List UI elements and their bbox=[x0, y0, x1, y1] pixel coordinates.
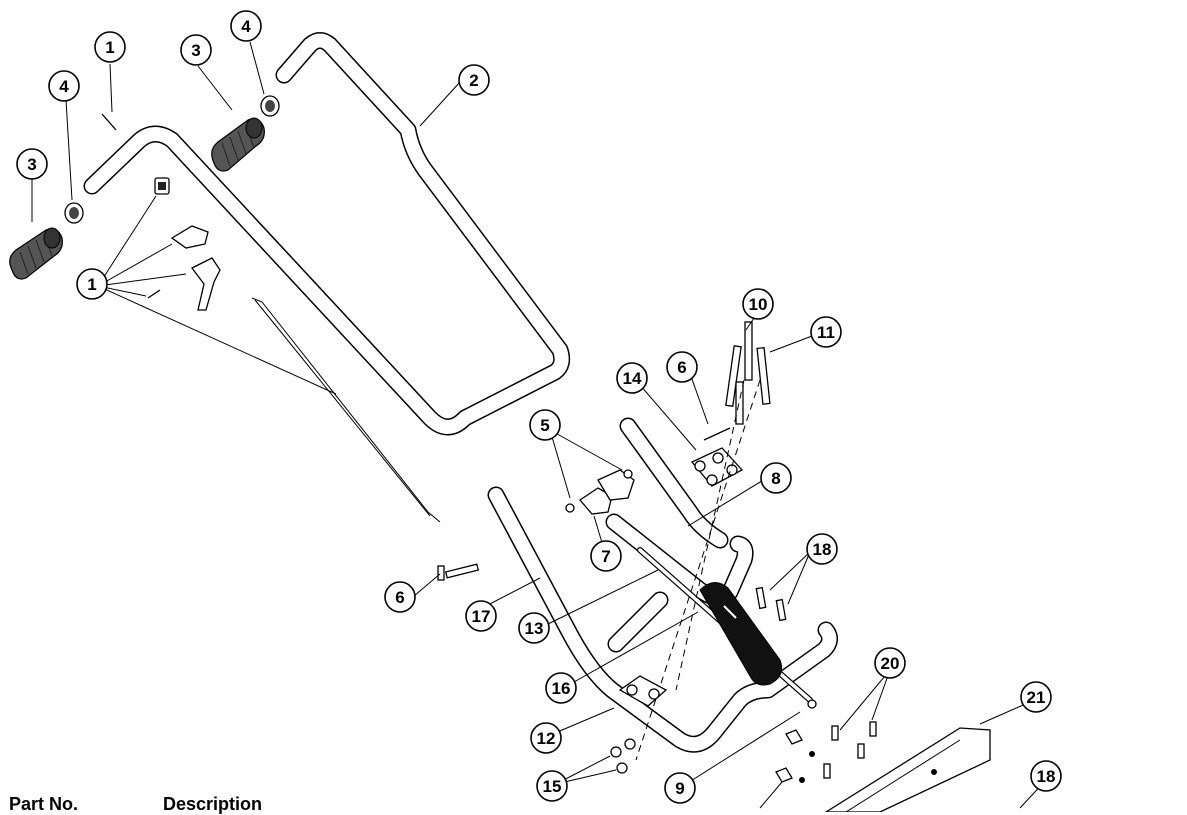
svg-text:12: 12 bbox=[537, 729, 556, 748]
svg-text:11: 11 bbox=[817, 323, 835, 342]
svg-text:1: 1 bbox=[105, 38, 114, 57]
callout-4a: 4 bbox=[230, 10, 262, 42]
svg-text:10: 10 bbox=[749, 295, 768, 314]
callout-15: 15 bbox=[536, 770, 568, 802]
svg-text:20: 20 bbox=[881, 654, 900, 673]
callout-7: 7 bbox=[590, 540, 622, 572]
svg-text:3: 3 bbox=[27, 155, 36, 174]
column-description: Description bbox=[163, 794, 263, 814]
left-grip bbox=[9, 227, 63, 280]
callout-11: 11 bbox=[810, 316, 842, 348]
callout-5: 5 bbox=[529, 409, 561, 441]
right-grip bbox=[211, 117, 265, 172]
svg-text:18: 18 bbox=[1037, 767, 1056, 786]
callout-21: 21 bbox=[1020, 681, 1052, 713]
callout-3b: 3 bbox=[16, 148, 48, 180]
lower-handle bbox=[487, 486, 838, 753]
clamp-knobs bbox=[565, 469, 635, 515]
leader-lines bbox=[31, 41, 1047, 809]
callout-14: 14 bbox=[616, 362, 648, 394]
callout-18b: 18 bbox=[1030, 760, 1062, 792]
upper-handle bbox=[83, 32, 571, 436]
svg-text:8: 8 bbox=[771, 469, 780, 488]
right-cap bbox=[260, 95, 280, 117]
callout-12: 12 bbox=[530, 722, 562, 754]
callout-16: 16 bbox=[545, 672, 577, 704]
svg-text:6: 6 bbox=[677, 358, 686, 377]
callout-4b: 4 bbox=[48, 70, 80, 102]
shield bbox=[824, 727, 991, 812]
upper-mount-plate bbox=[635, 321, 771, 761]
svg-text:21: 21 bbox=[1027, 688, 1046, 707]
svg-text:14: 14 bbox=[623, 369, 642, 388]
callout-6a: 6 bbox=[666, 351, 698, 383]
callout-13: 13 bbox=[518, 612, 550, 644]
callout-1b: 1 bbox=[76, 268, 108, 300]
callout-20: 20 bbox=[874, 647, 906, 679]
lower-clamp bbox=[610, 675, 668, 774]
callout-9: 9 bbox=[664, 772, 696, 804]
svg-text:3: 3 bbox=[191, 41, 200, 60]
callout-2: 2 bbox=[458, 64, 490, 96]
svg-text:5: 5 bbox=[540, 416, 549, 435]
column-part-no: Part No. bbox=[9, 794, 79, 814]
svg-text:16: 16 bbox=[552, 679, 571, 698]
callout-17: 17 bbox=[465, 600, 497, 632]
callout-3a: 3 bbox=[180, 34, 212, 66]
callout-18a: 18 bbox=[806, 533, 838, 565]
svg-text:4: 4 bbox=[241, 17, 251, 36]
svg-text:18: 18 bbox=[813, 540, 832, 559]
svg-text:7: 7 bbox=[601, 547, 610, 566]
callout-8: 8 bbox=[760, 462, 792, 494]
svg-text:1: 1 bbox=[87, 275, 96, 294]
left-cap bbox=[64, 202, 84, 224]
misc-bolts bbox=[437, 563, 877, 783]
svg-text:13: 13 bbox=[525, 619, 544, 638]
callout-10: 10 bbox=[742, 288, 774, 320]
svg-text:6: 6 bbox=[395, 588, 404, 607]
svg-text:2: 2 bbox=[469, 71, 478, 90]
svg-text:15: 15 bbox=[543, 777, 562, 796]
control-cable bbox=[251, 297, 441, 523]
svg-text:17: 17 bbox=[472, 607, 491, 626]
shaft-assembly bbox=[637, 547, 817, 709]
svg-text:4: 4 bbox=[59, 77, 69, 96]
callout-1a: 1 bbox=[94, 31, 126, 63]
control-parts bbox=[101, 113, 221, 311]
svg-text:9: 9 bbox=[675, 779, 684, 798]
callout-6b: 6 bbox=[384, 581, 416, 613]
